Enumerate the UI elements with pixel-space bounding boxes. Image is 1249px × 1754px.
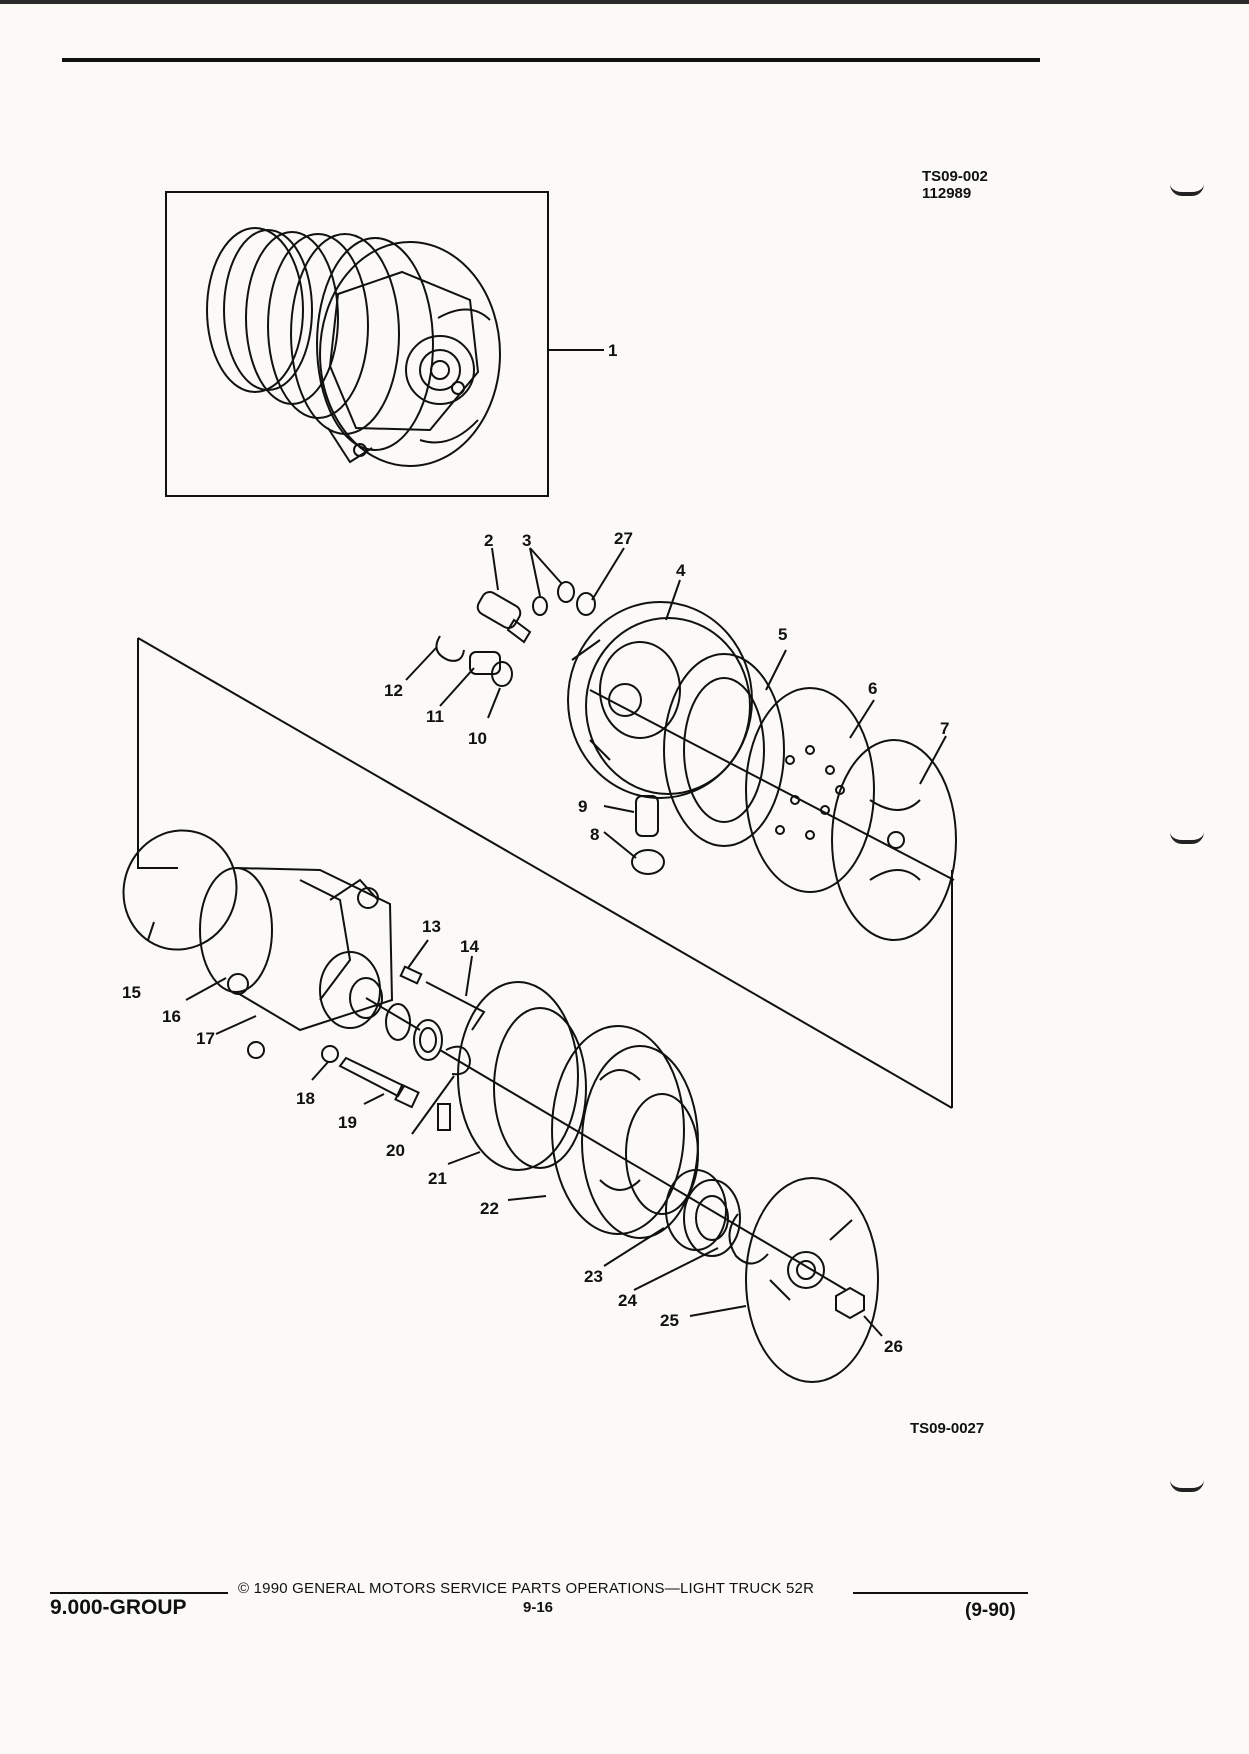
part-retainer-ring [435, 635, 465, 662]
callout-24: 24 [618, 1291, 637, 1310]
header-rule [62, 58, 1040, 62]
callout-25: 25 [660, 1311, 679, 1330]
part-bolt [338, 1056, 420, 1109]
top-reference-line-2: 112989 [922, 185, 972, 202]
footer-copyright: © 1990 GENERAL MOTORS SERVICE PARTS OPER… [238, 1580, 815, 1597]
bottom-reference: TS09-0027 [910, 1420, 985, 1437]
callout-11: 11 [426, 707, 444, 726]
callout-17: 17 [196, 1029, 215, 1048]
callout-23: 23 [584, 1267, 603, 1286]
part-fitting [631, 795, 665, 875]
callout-21: 21 [428, 1169, 447, 1188]
callout-12: 12 [384, 681, 403, 700]
callout-labels: 1 2 3 27 4 5 6 7 12 11 10 9 8 13 14 15 1… [122, 341, 949, 1356]
compressor-assembly-drawing [206, 227, 501, 467]
part-gasket [663, 653, 785, 847]
part-nut [835, 1286, 865, 1320]
callout-22: 22 [480, 1199, 499, 1218]
callout-14: 14 [460, 937, 479, 956]
callout-20: 20 [386, 1141, 405, 1160]
section-outline [137, 638, 178, 869]
top-edge-line [0, 0, 1249, 4]
center-axis [439, 1049, 847, 1291]
part-pulley [551, 1025, 699, 1239]
binder-tab-mark [1170, 1480, 1204, 1492]
callout-9: 9 [578, 797, 587, 816]
callout-26: 26 [884, 1337, 903, 1356]
footer-page-number: 9-16 [523, 1599, 554, 1616]
callout-10: 10 [468, 729, 487, 748]
callout-leaders [147, 547, 947, 1337]
part-clutch-hub [745, 1177, 879, 1383]
compressor-assembly-box [165, 191, 549, 497]
part-reed-plate [831, 739, 957, 941]
part-bearing [665, 1169, 741, 1257]
part-rear-head [567, 601, 753, 799]
section-outline [137, 637, 953, 1109]
top-reference: TS09-002 112989 [922, 168, 988, 202]
part-key [399, 965, 423, 985]
part-shaft [319, 951, 421, 1031]
callout-4: 4 [676, 561, 686, 580]
top-reference-line-1: TS09-002 [922, 168, 988, 185]
footer-rule-left [50, 1592, 228, 1594]
footer-group-label: 9.000-GROUP [50, 1596, 187, 1619]
callout-18: 18 [296, 1089, 315, 1108]
callout-3: 3 [522, 531, 531, 550]
callout-16: 16 [162, 1007, 181, 1026]
binder-tab-mark [1170, 184, 1204, 196]
callout-1: 1 [608, 341, 617, 360]
callout-19: 19 [338, 1113, 357, 1132]
center-axis [589, 689, 955, 881]
callout-7: 7 [940, 719, 949, 738]
part-relief-valve [476, 591, 532, 644]
footer-revision-date: (9-90) [965, 1600, 1016, 1621]
binder-tab-mark [1170, 832, 1204, 844]
part-shaft-seal [385, 981, 486, 1076]
part-sensor [469, 651, 513, 687]
part-front-housing [199, 867, 394, 1059]
callout-8: 8 [590, 825, 599, 844]
callout-5: 5 [778, 625, 787, 644]
callout-15: 15 [122, 983, 141, 1002]
part-snap-ring [728, 1213, 769, 1265]
callout-27: 27 [614, 529, 633, 548]
part-large-o-ring [122, 829, 238, 951]
part-washer [321, 1045, 339, 1063]
callout-13: 13 [422, 917, 441, 936]
footer-rule-right [853, 1592, 1028, 1594]
callout-6: 6 [868, 679, 877, 698]
part-clutch-coil [437, 981, 587, 1171]
part-o-rings [532, 581, 596, 616]
callout-2: 2 [484, 531, 493, 550]
part-valve-plate [745, 687, 875, 893]
